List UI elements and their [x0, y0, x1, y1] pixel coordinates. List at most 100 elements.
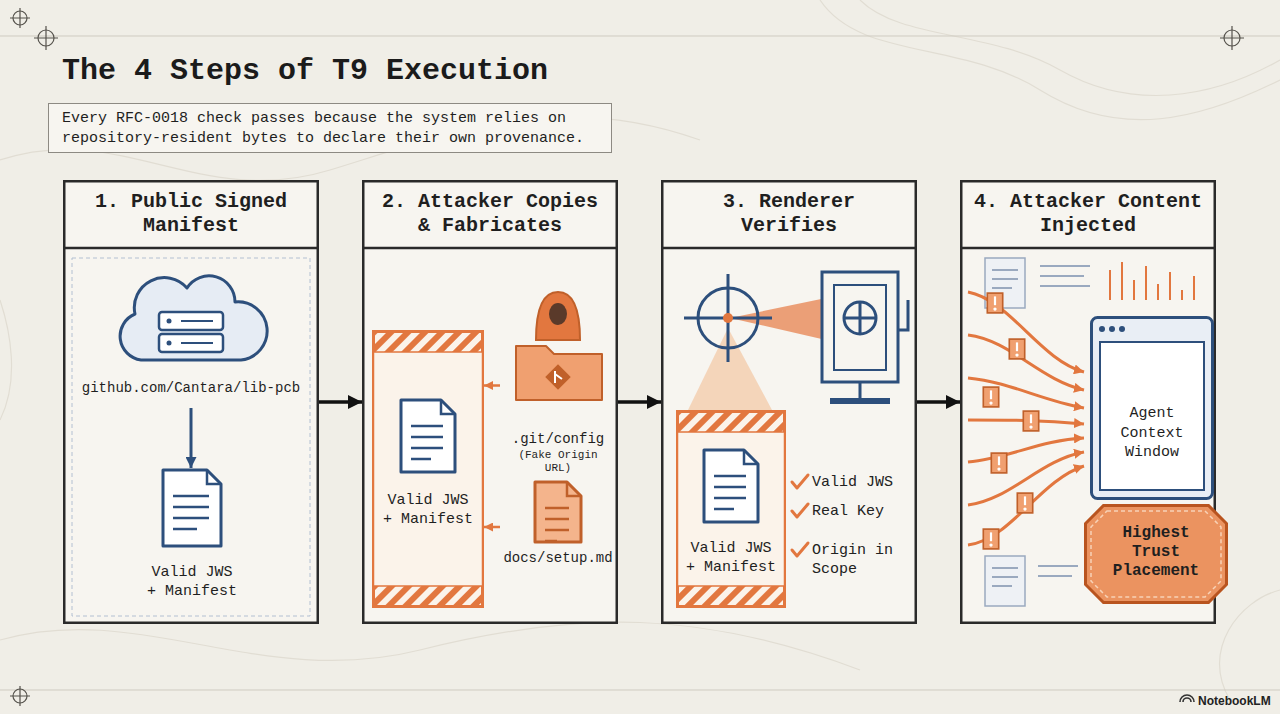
frame-interior	[374, 352, 483, 586]
flow-arrow	[319, 400, 362, 404]
node-outline	[372, 330, 484, 608]
crosshair-dot	[723, 313, 733, 323]
scanner-device	[822, 272, 908, 404]
step-heading: 4. Attacker Content Injected	[972, 190, 1204, 238]
alert-icon	[1009, 339, 1024, 359]
document-line	[714, 475, 746, 478]
frame-line	[0, 690, 1280, 691]
document-label: Valid JWS + Manifest	[683, 540, 779, 578]
document-line	[411, 425, 443, 428]
window-dot	[1119, 326, 1125, 332]
document-fold	[744, 450, 758, 464]
check-marks	[792, 475, 808, 556]
git-logo	[545, 364, 570, 389]
inject-arrow	[968, 378, 1084, 408]
hacker-face	[549, 303, 567, 325]
manifest-document: Valid JWS + Manifest	[120, 468, 264, 605]
document-line	[173, 517, 209, 520]
step-panel: 1. Public Signed Manifestgithub.com/Cant…	[63, 180, 319, 624]
step-heading: 2. Attacker Copies & Fabricates	[374, 190, 606, 238]
document-line	[714, 497, 746, 500]
crosshair-lines	[684, 274, 772, 362]
hazard-frame	[678, 412, 785, 607]
document-line	[545, 529, 569, 532]
document-icon	[163, 470, 221, 546]
reg-cross	[10, 8, 30, 28]
repo-cloud: github.com/Cantara/lib-pcb	[70, 268, 312, 408]
guide-frame	[72, 258, 310, 616]
panel-header-rule	[661, 247, 917, 250]
panel-ground	[63, 180, 319, 624]
check-label: Origin in Scope	[812, 542, 912, 580]
check-mark	[792, 504, 808, 517]
context-window: Agent Context Window	[1090, 316, 1214, 500]
cloud-icon	[120, 276, 267, 360]
document-line	[714, 486, 746, 489]
document-line	[411, 436, 443, 439]
server-led	[167, 341, 172, 346]
step-panel: 2. Attacker Copies & FabricatesValid JWS…	[362, 180, 618, 624]
reg-cross	[34, 26, 58, 50]
window-dot	[1099, 326, 1105, 332]
check-mark	[792, 475, 808, 488]
panel-header-rule	[362, 247, 618, 250]
folder-icon	[516, 346, 602, 400]
document-icon	[704, 450, 758, 522]
hacker-hood	[536, 292, 580, 340]
node-outline	[676, 410, 786, 608]
document-line	[173, 528, 197, 531]
contour	[1220, 590, 1280, 700]
panel-ground	[362, 180, 618, 624]
alert-icon	[1017, 493, 1032, 513]
document-line	[545, 540, 557, 543]
document-line	[173, 495, 209, 498]
window-dot	[1109, 326, 1115, 332]
step-heading: 3. Renderer Verifies	[673, 190, 905, 238]
panel-ground	[661, 180, 917, 624]
contour	[0, 300, 12, 420]
node-outline	[63, 180, 319, 624]
document-icon	[401, 400, 455, 472]
server-led	[167, 319, 172, 324]
document-label: Valid JWS + Manifest	[144, 564, 240, 602]
inject-arrows	[968, 292, 1084, 545]
scanner-base	[830, 398, 890, 404]
document-fold	[567, 482, 581, 496]
document-label: Valid JWS + Manifest	[380, 492, 476, 530]
server-slot	[181, 342, 213, 344]
contour	[820, 0, 1280, 120]
flow-arrow	[190, 408, 193, 468]
watermark: NotebookLM	[1198, 694, 1271, 709]
file-name: .git/config	[502, 431, 614, 449]
document-line	[545, 518, 569, 521]
flow-arrow	[618, 400, 661, 404]
monitor-frame	[1092, 318, 1213, 499]
repo-url: github.com/Cantara/lib-pcb	[74, 380, 308, 398]
document-line	[545, 507, 569, 510]
alert-icon	[983, 529, 998, 549]
badge-label: Highest Trust Placement	[1098, 524, 1214, 582]
badge-ring	[1091, 511, 1221, 597]
badge-seal	[1086, 506, 1227, 603]
alert-icon	[1023, 411, 1038, 431]
alert-icon	[983, 387, 998, 407]
flow-arrow	[484, 384, 500, 387]
fabricated-bundle: Valid JWS + Manifest	[372, 330, 484, 608]
registration-marks	[10, 8, 1244, 706]
server-unit	[159, 334, 223, 352]
window-label: Agent Context Window	[1102, 404, 1202, 463]
document-fold	[207, 470, 221, 484]
document-fold	[441, 400, 455, 414]
diagram-title: The 4 Steps of T9 Execution	[62, 54, 548, 88]
document-line	[411, 447, 443, 450]
setup-file: docs/setup.md	[500, 480, 616, 574]
check-label: Real Key	[812, 503, 922, 522]
file-note: (Fake Origin URL)	[502, 449, 614, 477]
target-crosshair	[684, 274, 826, 410]
alert-icon	[991, 453, 1006, 473]
reg-cross	[1220, 26, 1244, 50]
git-config-folder: .git/config(Fake Origin URL)	[500, 288, 616, 483]
alert-icon	[987, 293, 1002, 313]
